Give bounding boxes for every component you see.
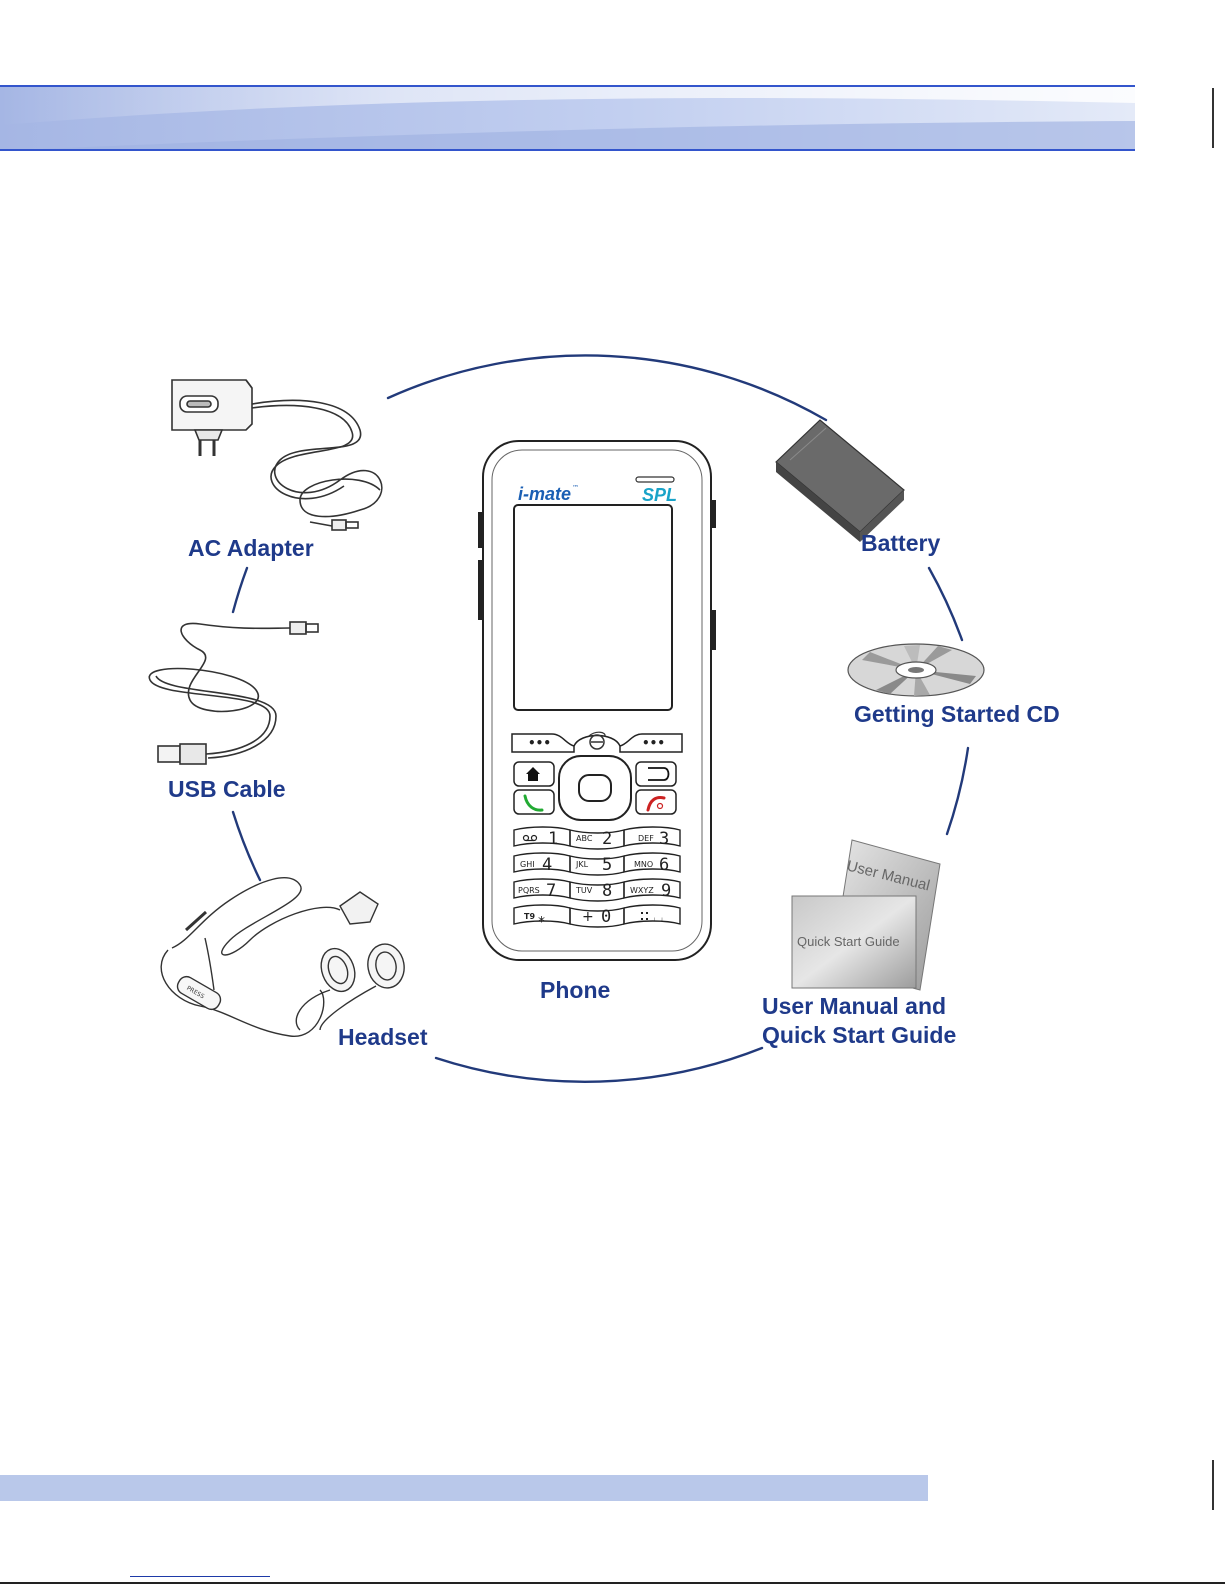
key-star-letters: T9 bbox=[524, 912, 535, 921]
battery-illustration bbox=[776, 420, 904, 542]
headset-illustration: PRESS bbox=[161, 878, 407, 1037]
key-3-letters: DEF bbox=[638, 834, 654, 843]
label-ac-adapter: AC Adapter bbox=[188, 535, 314, 561]
svg-text:•••: ••• bbox=[528, 736, 551, 750]
ring-arc-top bbox=[388, 355, 826, 420]
usb-cable-illustration bbox=[149, 622, 318, 764]
key-7-digit: 7 bbox=[546, 881, 556, 901]
guide-title: Quick Start Guide bbox=[797, 934, 900, 949]
key-3-digit: 3 bbox=[659, 829, 669, 849]
key-2-letters: ABC bbox=[576, 834, 593, 843]
key-4-digit: 4 bbox=[542, 855, 552, 875]
manual-illustration: User Manual Quick Start Guide bbox=[792, 840, 940, 990]
ring-arc-bottom bbox=[436, 1048, 762, 1082]
earbud-left bbox=[315, 944, 360, 996]
ring-arc-headset bbox=[233, 812, 260, 880]
key-0-digit: 0 bbox=[601, 907, 611, 927]
key-5-letters: JKL bbox=[575, 860, 589, 869]
ring-arc-usb bbox=[233, 568, 247, 612]
phone-illustration: i-mate ™ SPL ••• ••• bbox=[478, 441, 716, 960]
nav-select bbox=[579, 775, 611, 801]
footer-band bbox=[0, 1475, 928, 1501]
phone-brand: i-mate bbox=[518, 484, 571, 504]
label-usb-cable: USB Cable bbox=[168, 776, 286, 802]
key-4-letters: GHI bbox=[520, 860, 535, 869]
key-hash-symbol: ⌴ bbox=[654, 911, 663, 924]
key-0-symbol: + bbox=[582, 909, 594, 925]
key-7-letters: PQRS bbox=[518, 886, 540, 895]
phone-trademark: ™ bbox=[572, 484, 579, 492]
ring-arc-cd-manual bbox=[947, 748, 968, 834]
svg-text:•••: ••• bbox=[642, 736, 665, 750]
key-9-letters: WXYZ bbox=[630, 886, 654, 895]
key-5-digit: 5 bbox=[602, 855, 612, 875]
key-8-letters: TUV bbox=[575, 886, 593, 895]
key-star-symbol: ⁎ bbox=[538, 910, 545, 926]
earbud-right bbox=[364, 941, 407, 991]
key-1-digit: 1 bbox=[548, 829, 558, 849]
ring-arc-battery-cd bbox=[929, 568, 962, 640]
key-6-digit: 6 bbox=[659, 855, 669, 875]
bottom-rule bbox=[0, 1582, 1225, 1584]
label-battery: Battery bbox=[861, 530, 940, 556]
label-manual-line2: Quick Start Guide bbox=[762, 1022, 956, 1048]
footer-link-underline bbox=[130, 1576, 270, 1577]
label-manual-line1: User Manual and bbox=[762, 993, 946, 1019]
ac-adapter-illustration bbox=[172, 380, 382, 530]
label-headset: Headset bbox=[338, 1024, 428, 1050]
label-phone: Phone bbox=[540, 977, 610, 1003]
key-6-letters: MNO bbox=[634, 860, 653, 869]
key-2-digit: 2 bbox=[602, 829, 612, 849]
label-cd: Getting Started CD bbox=[854, 701, 1060, 727]
cd-illustration bbox=[848, 644, 984, 696]
phone-screen bbox=[514, 505, 672, 710]
key-8-digit: 8 bbox=[602, 881, 612, 901]
key-9-digit: 9 bbox=[661, 881, 671, 901]
phone-model: SPL bbox=[642, 485, 677, 505]
